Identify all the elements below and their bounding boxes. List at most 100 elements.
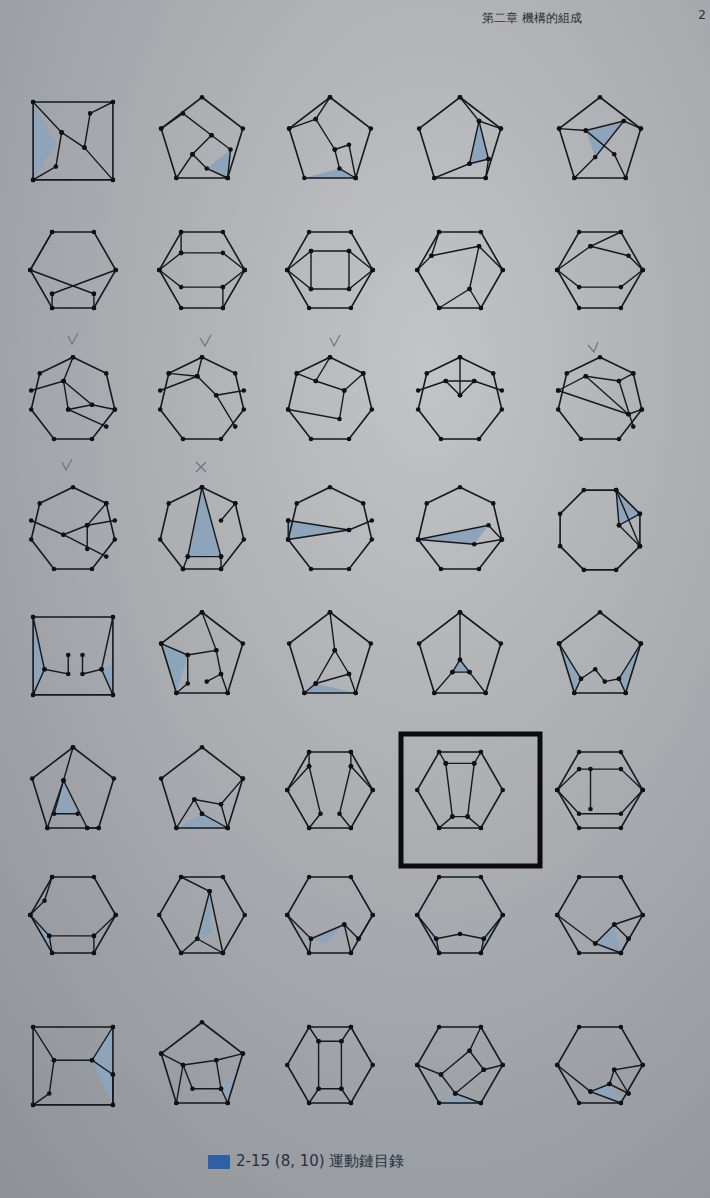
joint-dot xyxy=(557,126,562,131)
joint-dot xyxy=(593,941,598,946)
joint-dot xyxy=(458,657,463,662)
joint-dot xyxy=(200,95,205,100)
joint-dot xyxy=(349,750,354,755)
joint-dot xyxy=(111,1103,116,1108)
kinematic-chain xyxy=(31,1025,115,1108)
joint-dot xyxy=(588,1089,593,1094)
joint-dot xyxy=(557,641,562,646)
joint-dot xyxy=(214,1058,219,1063)
joint-dot xyxy=(307,750,312,755)
joint-dot xyxy=(219,554,224,559)
joint-dot xyxy=(233,371,238,376)
joint-dot xyxy=(458,610,463,615)
outer-loop xyxy=(557,877,643,953)
joint-dot xyxy=(640,407,645,412)
joint-dot xyxy=(225,176,230,181)
joint-dot xyxy=(214,648,219,653)
joint-dot xyxy=(483,176,488,181)
outer-loop xyxy=(560,490,640,570)
joint-dot xyxy=(500,788,505,793)
joint-dot xyxy=(640,1063,645,1068)
link-line xyxy=(102,617,113,669)
joint-dot xyxy=(61,532,66,537)
joint-dot xyxy=(483,691,488,696)
link-line xyxy=(557,790,643,814)
joint-dot xyxy=(479,875,484,880)
kinematic-chain xyxy=(286,355,374,441)
joint-dot xyxy=(614,488,619,493)
link-line xyxy=(316,612,335,683)
link-line xyxy=(180,232,181,253)
joint-dot xyxy=(370,1063,375,1068)
joint-dot xyxy=(415,1063,420,1068)
joint-dot xyxy=(577,230,582,235)
joint-dot xyxy=(370,913,375,918)
joint-dot xyxy=(349,826,354,831)
joint-dot xyxy=(500,537,505,542)
joint-dot xyxy=(564,371,569,376)
kinematic-chain xyxy=(30,745,116,830)
joint-dot xyxy=(577,1101,582,1106)
joint-dot xyxy=(477,119,482,124)
joint-dot xyxy=(619,750,624,755)
joint-dot xyxy=(111,100,116,105)
link-line xyxy=(287,915,311,953)
joint-dot xyxy=(370,268,375,273)
joint-dot xyxy=(593,941,598,946)
link-line xyxy=(197,939,223,953)
joint-dot xyxy=(369,126,374,131)
joint-dot xyxy=(631,371,636,376)
joint-dot xyxy=(347,249,352,254)
joint-dot xyxy=(472,761,477,766)
joint-dot xyxy=(439,1072,444,1077)
joint-dot xyxy=(619,285,624,290)
joint-dot xyxy=(219,802,224,807)
joint-dot xyxy=(555,913,560,918)
joint-dot xyxy=(286,537,291,542)
joint-dot xyxy=(285,268,290,273)
joint-dot xyxy=(598,610,603,615)
joint-dot xyxy=(241,1051,246,1056)
joint-dot xyxy=(500,913,505,918)
joint-dot xyxy=(90,1058,95,1063)
link-line xyxy=(432,246,481,308)
joint-dot xyxy=(179,251,184,256)
joint-dot xyxy=(347,287,352,292)
joint-dot xyxy=(619,230,624,235)
link-line xyxy=(309,1027,351,1041)
joint-dot xyxy=(626,936,631,941)
link-line xyxy=(468,817,481,828)
joint-dot xyxy=(626,253,631,258)
joint-dot xyxy=(92,306,97,311)
joint-dot xyxy=(450,670,455,675)
joint-dot xyxy=(221,230,226,235)
link-line xyxy=(559,129,626,178)
joint-dot xyxy=(174,691,179,696)
joint-dot xyxy=(85,523,90,528)
joint-dot xyxy=(309,437,314,442)
joint-dot xyxy=(286,407,291,412)
joint-dot xyxy=(437,1025,442,1030)
outer-loop xyxy=(557,752,643,828)
joint-dot xyxy=(370,788,375,793)
joint-dot xyxy=(209,133,214,138)
joint-dot xyxy=(588,807,593,812)
outer-loop xyxy=(31,487,115,569)
joint-dot xyxy=(572,691,577,696)
joint-dot xyxy=(555,268,560,273)
outer-loop xyxy=(419,612,501,693)
joint-dot xyxy=(347,142,352,147)
joint-dot xyxy=(185,554,190,559)
joint-dot xyxy=(356,936,361,941)
joint-dot xyxy=(332,147,337,152)
link-line xyxy=(287,766,320,828)
link-line xyxy=(619,514,640,525)
joint-dot xyxy=(28,268,33,273)
link-line xyxy=(33,617,44,669)
outer-loop xyxy=(30,877,116,953)
joint-dot xyxy=(342,388,347,393)
joint-dot xyxy=(61,778,66,783)
joint-dot xyxy=(241,641,246,646)
joint-dot xyxy=(577,285,582,290)
joint-dot xyxy=(204,166,209,171)
